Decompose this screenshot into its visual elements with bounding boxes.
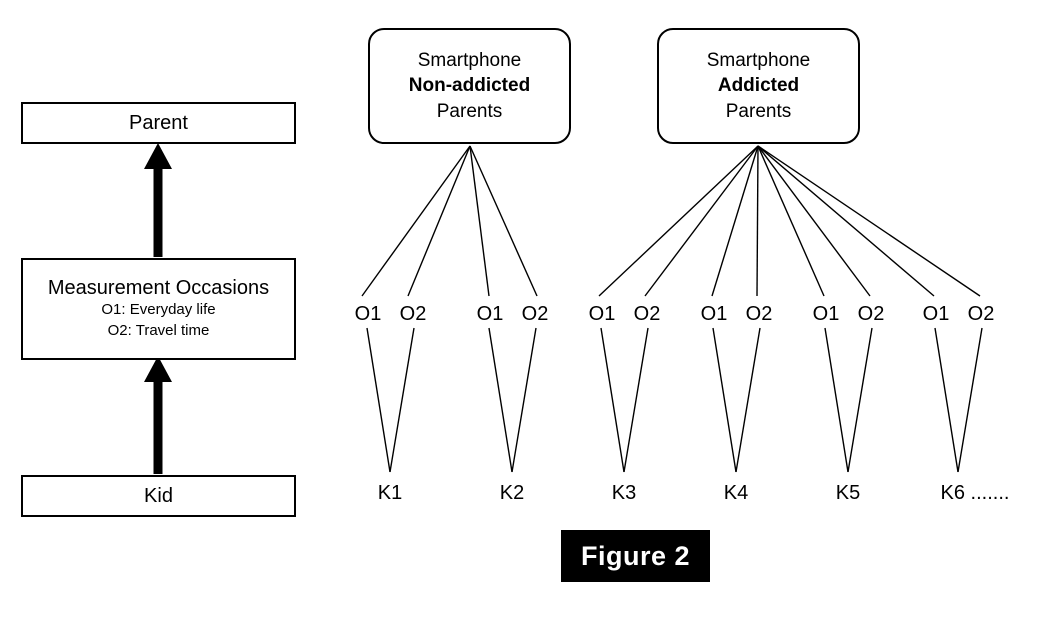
kid-node-k6: K6 ....... (940, 482, 1010, 504)
occasion-node-5-o1: O1 (812, 303, 840, 325)
legend-measurement-line2: O2: Travel time (107, 321, 210, 339)
legend-kid-title: Kid (144, 484, 173, 507)
kid-node-k4: K4 (723, 482, 749, 504)
kid-node-k1: K1 (377, 482, 403, 504)
group-addicted-line3: Parents (725, 100, 792, 122)
legend-measurement-title: Measurement Occasions (47, 277, 270, 300)
legend-box-parent: Parent (21, 102, 296, 144)
group-addicted-line1: Smartphone (706, 50, 811, 72)
group-nonaddicted-line2: Non-addicted (408, 75, 531, 97)
kid-node-k3: K3 (611, 482, 637, 504)
kid-to-measurement-arrow (144, 356, 172, 474)
occasion-node-3-o1: O1 (588, 303, 616, 325)
legend-box-kid: Kid (21, 475, 296, 517)
occasion-node-1-o2: O2 (399, 303, 427, 325)
figure-caption: Figure 2 (561, 530, 710, 582)
group-nonaddicted-line3: Parents (436, 100, 503, 122)
group-addicted-line2: Addicted (717, 75, 800, 97)
occasion-to-kid-connectors (366, 327, 983, 473)
occasion-node-2-o1: O1 (476, 303, 504, 325)
fan-lines-nonaddicted (361, 145, 538, 297)
measurement-to-parent-arrow (144, 143, 172, 257)
legend-box-measurement-occasions: Measurement Occasions O1: Everyday life … (21, 258, 296, 360)
kid-node-k5: K5 (835, 482, 861, 504)
legend-parent-title: Parent (129, 111, 188, 134)
legend-measurement-line1: O1: Everyday life (101, 301, 216, 319)
occasion-node-2-o2: O2 (521, 303, 549, 325)
occasion-node-4-o1: O1 (700, 303, 728, 325)
group-nonaddicted-line1: Smartphone (417, 50, 522, 72)
group-box-nonaddicted-parents: Smartphone Non-addicted Parents (368, 28, 571, 144)
kid-node-k2: K2 (499, 482, 525, 504)
occasion-node-4-o2: O2 (745, 303, 773, 325)
occasion-node-6-o2: O2 (967, 303, 995, 325)
group-box-addicted-parents: Smartphone Addicted Parents (657, 28, 860, 144)
occasion-node-6-o1: O1 (922, 303, 950, 325)
occasion-node-3-o2: O2 (633, 303, 661, 325)
occasion-node-1-o1: O1 (354, 303, 382, 325)
fan-lines-addicted (598, 145, 981, 297)
occasion-node-5-o2: O2 (857, 303, 885, 325)
